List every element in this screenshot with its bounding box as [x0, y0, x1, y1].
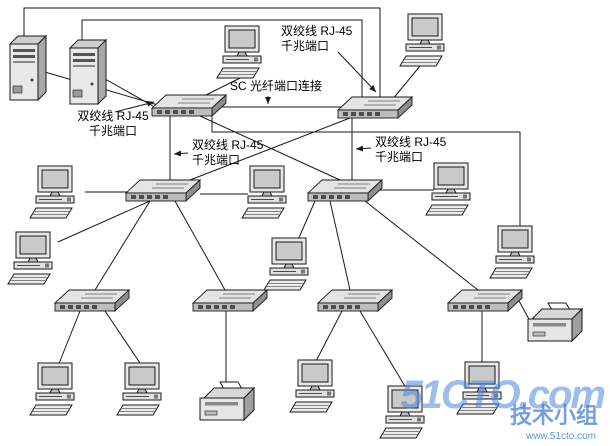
- computer-icon: [456, 361, 502, 415]
- computer-icon: [399, 13, 445, 67]
- computer-icon: [425, 162, 471, 216]
- arrow-rj45-right: [355, 145, 372, 152]
- server-icon: [69, 39, 107, 105]
- server-icon: [9, 35, 47, 101]
- label-arrows: [114, 51, 377, 157]
- printer-icon: [527, 302, 583, 342]
- link-coreB-distC: [189, 117, 351, 181]
- link-accessE-pc2: [104, 310, 143, 367]
- label-rj45-gigabit-left: 双绞线 RJ-45 千兆端口: [77, 109, 149, 138]
- access-switch-icon: [447, 289, 523, 312]
- computer-icon: [29, 165, 75, 219]
- arrow-rj45-mid: [173, 150, 189, 157]
- label-rj45-gigabit-mid: 双绞线 RJ-45 千兆端口: [192, 138, 264, 167]
- computer-icon: [489, 225, 535, 279]
- arrow-rj45-top: [337, 51, 377, 93]
- distribution-switch-icon: [125, 179, 201, 202]
- computer-icon: [241, 165, 287, 219]
- network-links: [23, 7, 532, 389]
- computer-icon: [379, 385, 425, 439]
- link-topRightPC-coreB: [391, 65, 421, 101]
- computer-icon: [263, 237, 309, 291]
- link-accessG-pc2: [359, 310, 407, 389]
- computer-icon: [216, 25, 262, 79]
- link-server2-coreA: [97, 74, 161, 111]
- link-distC-leftPC2: [57, 200, 151, 243]
- link-distD-accessG: [329, 200, 351, 291]
- link-accessG-pc1: [314, 310, 343, 364]
- access-switch-icon: [192, 289, 268, 312]
- distribution-switch-icon: [307, 179, 383, 202]
- access-switch-icon: [317, 289, 393, 312]
- printer-icon: [199, 381, 255, 421]
- link-coreA-distD: [199, 115, 341, 181]
- link-distD-accessH: [364, 200, 479, 291]
- link-accessE-pc1: [57, 310, 81, 367]
- computer-icon: [116, 362, 162, 416]
- link-distC-accessE: [94, 200, 151, 291]
- computer-icon: [29, 362, 75, 416]
- core-switch-icon: [337, 96, 413, 119]
- link-distD-centerPC2: [297, 200, 316, 241]
- arrow-rj45-left: [114, 100, 155, 113]
- link-distC-accessF: [174, 200, 226, 291]
- link-coreA-rightPC2: [211, 116, 521, 228]
- link-server2-coreB: [81, 19, 363, 99]
- computer-icon: [289, 359, 335, 413]
- label-sc-fiber-port: SC 光纤端口连接: [230, 79, 323, 93]
- label-rj45-gigabit-top: 双绞线 RJ-45 千兆端口: [281, 24, 353, 53]
- computer-icon: [7, 231, 53, 285]
- label-rj45-gigabit-right: 双绞线 RJ-45 千兆端口: [375, 135, 447, 164]
- link-server1-coreB: [23, 7, 381, 98]
- access-switch-icon: [54, 289, 130, 312]
